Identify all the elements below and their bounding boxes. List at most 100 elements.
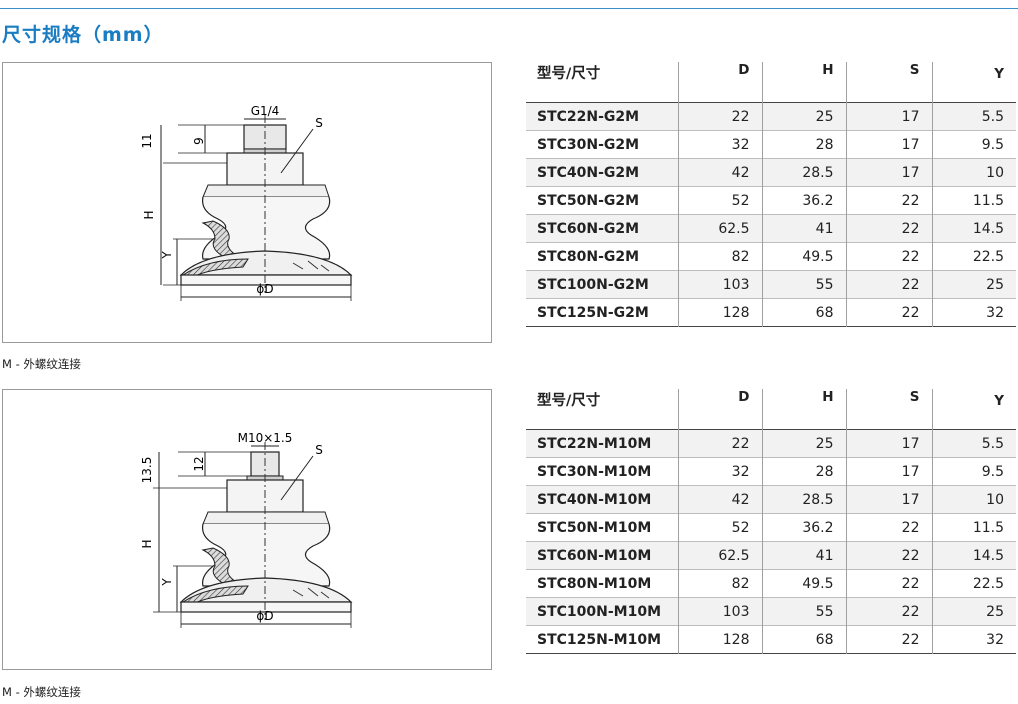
- cell-model: STC60N-M10M: [537, 547, 652, 564]
- drawing-m-thread: M10×1.5 12 13.5 H Y ϕD S: [2, 389, 492, 670]
- cell-h: 25: [761, 102, 846, 131]
- drawing-g-thread: G1/4 9 11 H Y ϕD S: [2, 62, 492, 343]
- cell-y: 32: [931, 298, 1016, 327]
- thread-label: G1/4: [251, 104, 280, 118]
- cell-d: 62.5: [677, 214, 762, 243]
- header-d: D: [677, 62, 762, 103]
- cell-s: 22: [845, 186, 932, 215]
- cell-model: STC40N-G2M: [537, 164, 640, 181]
- cell-s: 22: [845, 270, 932, 299]
- cell-model: STC80N-M10M: [537, 575, 652, 592]
- header-d: D: [677, 389, 762, 430]
- cell-model: STC30N-M10M: [537, 463, 652, 480]
- thread-label: M10×1.5: [238, 431, 293, 445]
- top-rule: [0, 8, 1018, 9]
- cell-d: 62.5: [677, 541, 762, 570]
- cell-s: 17: [845, 457, 932, 486]
- cell-model: STC30N-G2M: [537, 136, 640, 153]
- caption: M - 外螺纹连接: [2, 357, 81, 371]
- cell-y: 14.5: [931, 214, 1016, 243]
- cell-h: 28: [761, 457, 846, 486]
- dim-h: H: [140, 539, 154, 548]
- dim-top: 13.5: [140, 457, 154, 484]
- cell-d: 103: [677, 597, 762, 626]
- cell-d: 42: [677, 485, 762, 514]
- cell-h: 49.5: [761, 242, 846, 271]
- cell-h: 68: [761, 298, 846, 327]
- header-y: Y: [931, 62, 1016, 103]
- cell-d: 22: [677, 102, 762, 131]
- cell-h: 49.5: [761, 569, 846, 598]
- cell-s: 22: [845, 597, 932, 626]
- header-y: Y: [931, 389, 1016, 430]
- cell-model: STC22N-M10M: [537, 435, 652, 452]
- cell-s: 17: [845, 130, 932, 159]
- dim-top: 11: [140, 133, 154, 148]
- cell-d: 32: [677, 130, 762, 159]
- cell-d: 52: [677, 186, 762, 215]
- header-model: 型号/尺寸: [537, 393, 601, 409]
- cell-y: 22.5: [931, 569, 1016, 598]
- header-s: S: [845, 62, 932, 103]
- cell-d: 42: [677, 158, 762, 187]
- cell-y: 14.5: [931, 541, 1016, 570]
- cell-h: 28.5: [761, 158, 846, 187]
- cell-h: 41: [761, 541, 846, 570]
- cell-d: 52: [677, 513, 762, 542]
- cell-s: 17: [845, 429, 932, 458]
- cell-model: STC60N-G2M: [537, 220, 640, 237]
- cell-model: STC40N-M10M: [537, 491, 652, 508]
- cell-model: STC50N-G2M: [537, 192, 640, 209]
- dim-thread: 12: [192, 456, 206, 471]
- cell-y: 11.5: [931, 186, 1016, 215]
- page-title: 尺寸规格（mm）: [2, 24, 164, 46]
- cell-s: 22: [845, 242, 932, 271]
- cell-y: 5.5: [931, 429, 1016, 458]
- cell-s: 22: [845, 298, 932, 327]
- dim-y: Y: [160, 578, 174, 587]
- cell-h: 68: [761, 625, 846, 654]
- cell-y: 25: [931, 597, 1016, 626]
- table-header-row: 型号/尺寸 D H S Y: [526, 389, 1016, 430]
- cell-s: 22: [845, 513, 932, 542]
- cell-y: 25: [931, 270, 1016, 299]
- cell-s: 17: [845, 158, 932, 187]
- cell-model: STC100N-G2M: [537, 276, 649, 293]
- cell-h: 41: [761, 214, 846, 243]
- cell-d: 128: [677, 298, 762, 327]
- cell-model: STC50N-M10M: [537, 519, 652, 536]
- cell-s: 22: [845, 625, 932, 654]
- cell-y: 9.5: [931, 457, 1016, 486]
- header-h: H: [761, 389, 846, 430]
- caption: M - 外螺纹连接: [2, 685, 81, 699]
- cell-d: 22: [677, 429, 762, 458]
- suction-cup-drawing: G1/4 9 11 H Y ϕD S: [140, 104, 353, 301]
- cell-model: STC100N-M10M: [537, 603, 662, 620]
- cell-y: 11.5: [931, 513, 1016, 542]
- cell-y: 10: [931, 485, 1016, 514]
- header-s: S: [845, 389, 932, 430]
- cell-y: 9.5: [931, 130, 1016, 159]
- cell-s: 22: [845, 569, 932, 598]
- cell-s: 17: [845, 485, 932, 514]
- cell-model: STC125N-M10M: [537, 631, 662, 648]
- cell-d: 128: [677, 625, 762, 654]
- dim-thread: 9: [192, 137, 206, 145]
- cell-s: 22: [845, 541, 932, 570]
- table-header-row: 型号/尺寸 D H S Y: [526, 62, 1016, 103]
- cell-model: STC22N-G2M: [537, 108, 640, 125]
